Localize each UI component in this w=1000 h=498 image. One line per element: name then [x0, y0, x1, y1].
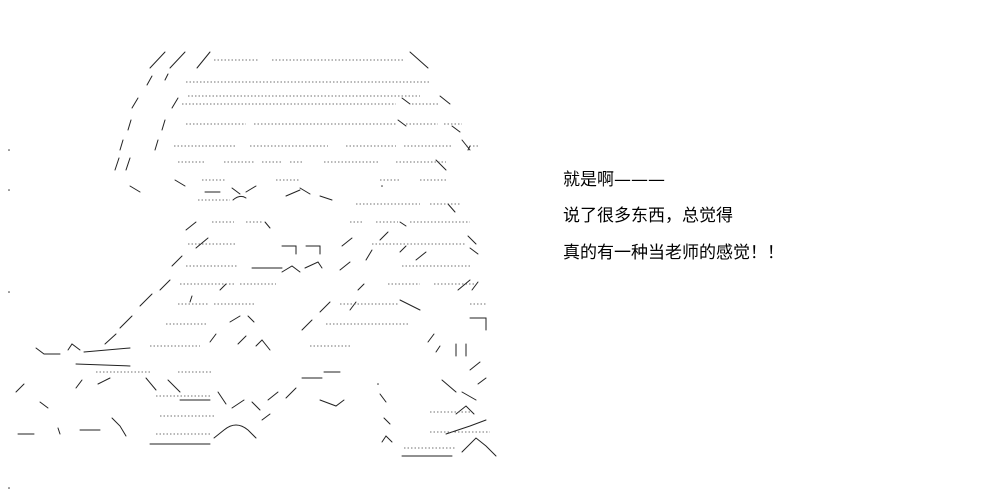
speech-line: 真的有一种当老师的感觉！！ — [563, 243, 784, 263]
speech-line: 就是啊——— — [563, 170, 665, 190]
speech-line: 说了很多东西，总觉得 — [563, 206, 733, 226]
